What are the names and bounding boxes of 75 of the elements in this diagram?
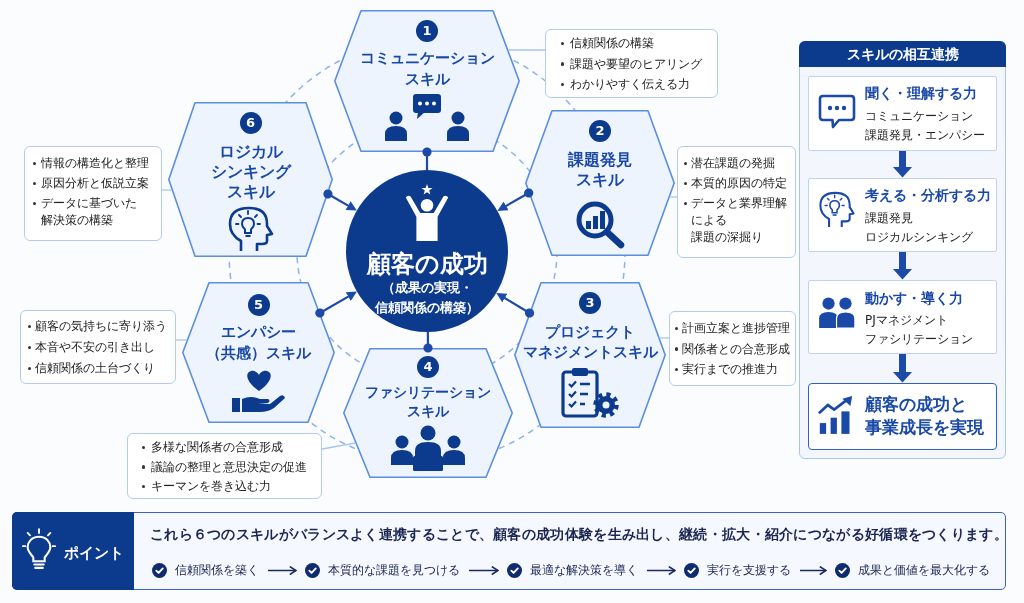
card-title: 考える・分析する力	[865, 186, 991, 205]
connector-line	[422, 147, 432, 170]
callout-box	[127, 433, 322, 499]
skill-title: 課題発見スキル	[568, 150, 632, 190]
arrow	[497, 188, 534, 211]
card-text: PJマネジメント	[865, 312, 948, 329]
bullet-text: データに基づいた解決策の構築	[41, 195, 138, 229]
skill-title: コミュニケーションスキル	[359, 48, 495, 89]
arrow	[496, 292, 535, 318]
step-text: 信頼関係を築く	[175, 562, 259, 579]
arrow	[799, 565, 827, 576]
leader-line	[507, 49, 546, 51]
leader-line	[161, 189, 173, 191]
arrow	[892, 354, 913, 383]
bullet-text: データと業界理解による課題の深掘り	[691, 195, 788, 246]
callout-box	[24, 146, 162, 241]
bullet-text: 課題や要望のヒアリング	[570, 55, 703, 73]
point-banner	[12, 512, 1006, 590]
arrow	[892, 252, 913, 280]
bullet-text: 関係者との合意形成	[682, 340, 791, 358]
bullet-text: わかりやすく伝える力	[570, 76, 691, 93]
result-card	[808, 383, 997, 450]
skill-card	[808, 280, 997, 354]
arrow	[315, 291, 357, 318]
bullet-text: 潜在課題の発掘	[691, 155, 776, 172]
callout-box	[20, 310, 176, 384]
card-text: ファシリテーション	[865, 331, 973, 348]
leader-line	[659, 337, 670, 339]
bullet-text: 多様な関係者の合意形成	[151, 439, 284, 456]
card-text: 課題発見・エンパシー	[865, 127, 985, 144]
arrow	[646, 565, 676, 576]
card-title: 聞く・理解する力	[865, 84, 977, 103]
bullet-text: 原因分析と仮説立案	[41, 175, 150, 192]
skill-title: ロジカルシンキングスキル	[210, 142, 291, 202]
bullet-text: 本質的原因の特定	[691, 175, 788, 192]
skill-card	[808, 178, 997, 252]
step-text: 本質的な課題を見つける	[328, 562, 460, 579]
skill-title: ファシリテーションスキル	[365, 383, 491, 421]
leader-line	[175, 339, 188, 341]
card-text: コミュニケーション	[865, 108, 973, 125]
arrow	[323, 189, 357, 211]
bullet-text: 情報の構造化と整理	[41, 155, 150, 172]
arrow	[267, 565, 297, 576]
arrow	[468, 565, 499, 576]
callout-box	[677, 146, 796, 258]
point-text: これら６つのスキルがバランスよく連携することで、顧客の成功体験を生み出し、継続・拡大・紹介につながる好循環をつくります。	[150, 525, 1008, 544]
bullet-text: キーマンを巻き込む力	[151, 478, 272, 495]
bullet-text: 顧客の気持ちに寄り添う	[35, 318, 168, 335]
callout-box	[669, 311, 796, 386]
connector-line	[423, 332, 433, 353]
goal-subtitle: （成果の実現・信頼関係の構築）	[375, 279, 479, 317]
card-text: 課題発見	[865, 210, 913, 227]
card-title: 動かす・導く力	[865, 289, 963, 308]
result-text: 顧客の成功と事業成長を実現	[865, 393, 984, 439]
goal-title: 顧客の成功	[366, 250, 488, 278]
step-text: 実行を支援する	[707, 562, 791, 579]
card-text: ロジカルシンキング	[865, 229, 973, 246]
point-label: ポイント	[64, 544, 124, 563]
bullet-text: 信頼関係の構築	[570, 35, 655, 52]
bullet-text: 議論の整理と意思決定の促進	[151, 458, 308, 476]
leader-line	[669, 196, 678, 198]
skill-title: エンパシー（共感）スキル	[206, 321, 311, 364]
bullet-text: 実行までの推進力	[682, 361, 779, 378]
callout-box	[545, 29, 718, 98]
skill-title: プロジェクトマネジメントスキル	[522, 323, 658, 362]
panel-header: スキルの相互連携	[799, 41, 1006, 67]
bullet-text: 信頼関係の土台づくり	[35, 360, 156, 377]
bullet-text: 本音や不安の引き出し	[35, 339, 156, 356]
skill-card	[808, 76, 997, 151]
step-text: 最適な解決策を導く	[530, 562, 638, 579]
step-text: 成果と価値を最大化する	[858, 562, 990, 579]
bullet-text: 計画立案と進捗管理	[682, 320, 791, 337]
leader-line	[321, 442, 357, 450]
side-panel	[799, 41, 1006, 459]
arrow	[892, 151, 913, 178]
